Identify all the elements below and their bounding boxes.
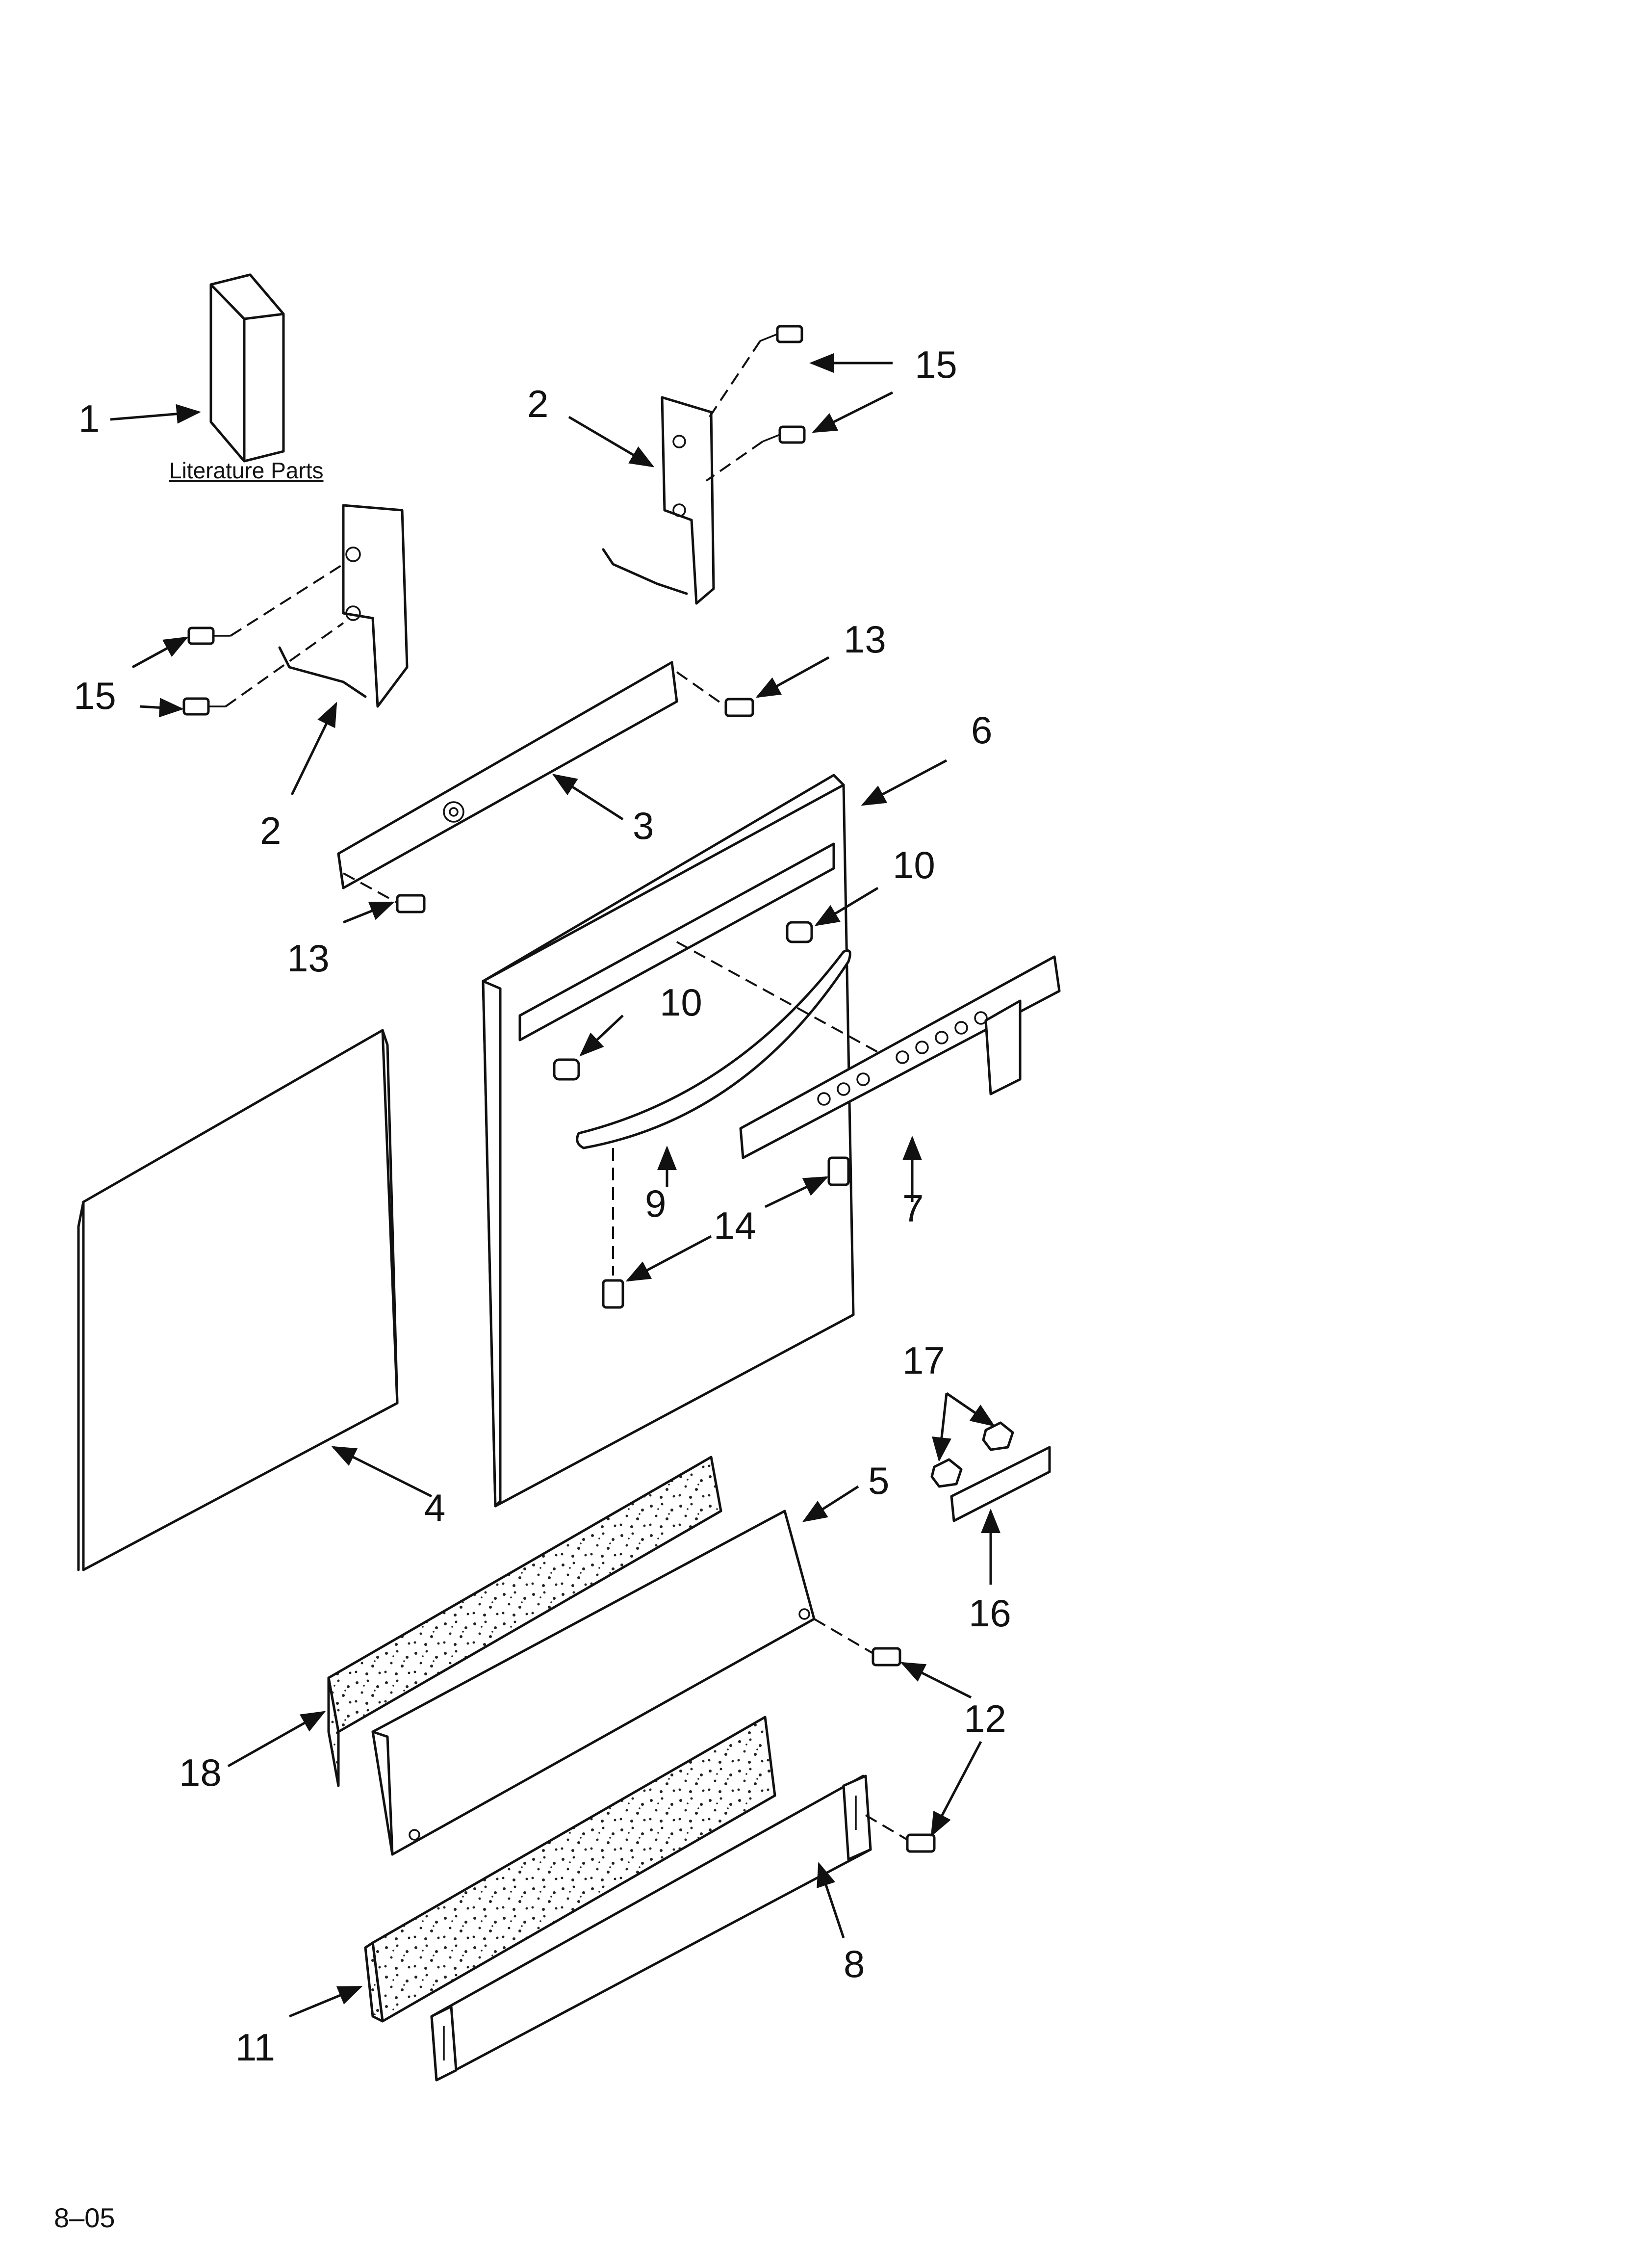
callout-6: 6 (971, 708, 992, 752)
callout-3: 3 (633, 804, 654, 847)
callout-9: 9 (645, 1182, 666, 1225)
toe-panel (430, 1774, 872, 2082)
callout-8: 8 (844, 1942, 865, 1985)
callout-15-right: 15 (915, 343, 957, 386)
inner-door-panel (77, 1029, 399, 1571)
callout-1: 1 (78, 397, 100, 440)
callout-2-right: 2 (527, 382, 548, 425)
foam-insulation-11 (364, 1716, 776, 2023)
hinge-bracket-left (278, 504, 409, 708)
callout-4: 4 (424, 1486, 445, 1529)
screw-15-right-lower (762, 425, 806, 444)
callout-17: 17 (902, 1339, 945, 1382)
door-upper-strip (337, 661, 678, 889)
page-code: 8–05 (54, 2202, 115, 2233)
handle-mount-10-left (553, 1058, 580, 1081)
hinge-bracket-right (602, 396, 715, 605)
screw-13-upper (724, 698, 754, 717)
screw-15-left-upper (187, 626, 231, 645)
screw-12-lower (906, 1833, 936, 1853)
callout-12: 12 (964, 1697, 1006, 1740)
callout-7: 7 (902, 1187, 924, 1230)
badge-16 (950, 1446, 1051, 1522)
screw-15-left-lower (182, 697, 226, 716)
door-handle (576, 949, 851, 1149)
callout-2-left: 2 (260, 809, 281, 852)
nut-17-right (982, 1421, 1014, 1451)
callout-10-right: 10 (893, 843, 935, 886)
nut-17-left (930, 1458, 963, 1488)
callout-10-left: 10 (660, 981, 702, 1024)
literature-parts-caption: Literature Parts (169, 458, 323, 483)
spacer-14-left (602, 1279, 624, 1309)
leader-lines (110, 353, 1001, 2018)
callout-11: 11 (235, 2026, 275, 2069)
callout-5: 5 (868, 1459, 889, 1502)
spacer-14-right (827, 1156, 850, 1186)
callout-18: 18 (179, 1751, 222, 1794)
callout-16: 16 (969, 1591, 1011, 1635)
callout-15-left: 15 (74, 674, 116, 717)
literature-booklet (209, 273, 285, 463)
control-panel (739, 955, 1061, 1159)
callout-14: 14 (714, 1204, 756, 1247)
screw-15-right-upper (760, 325, 803, 343)
callout-13-lower: 13 (287, 937, 330, 980)
foam-insulation-18 (327, 1456, 722, 1787)
outer-door-panel (482, 774, 855, 1508)
screw-13-lower (396, 894, 426, 913)
handle-mount-10-right (786, 921, 813, 943)
callout-13-upper: 13 (844, 618, 886, 661)
screw-12-upper (872, 1647, 901, 1667)
